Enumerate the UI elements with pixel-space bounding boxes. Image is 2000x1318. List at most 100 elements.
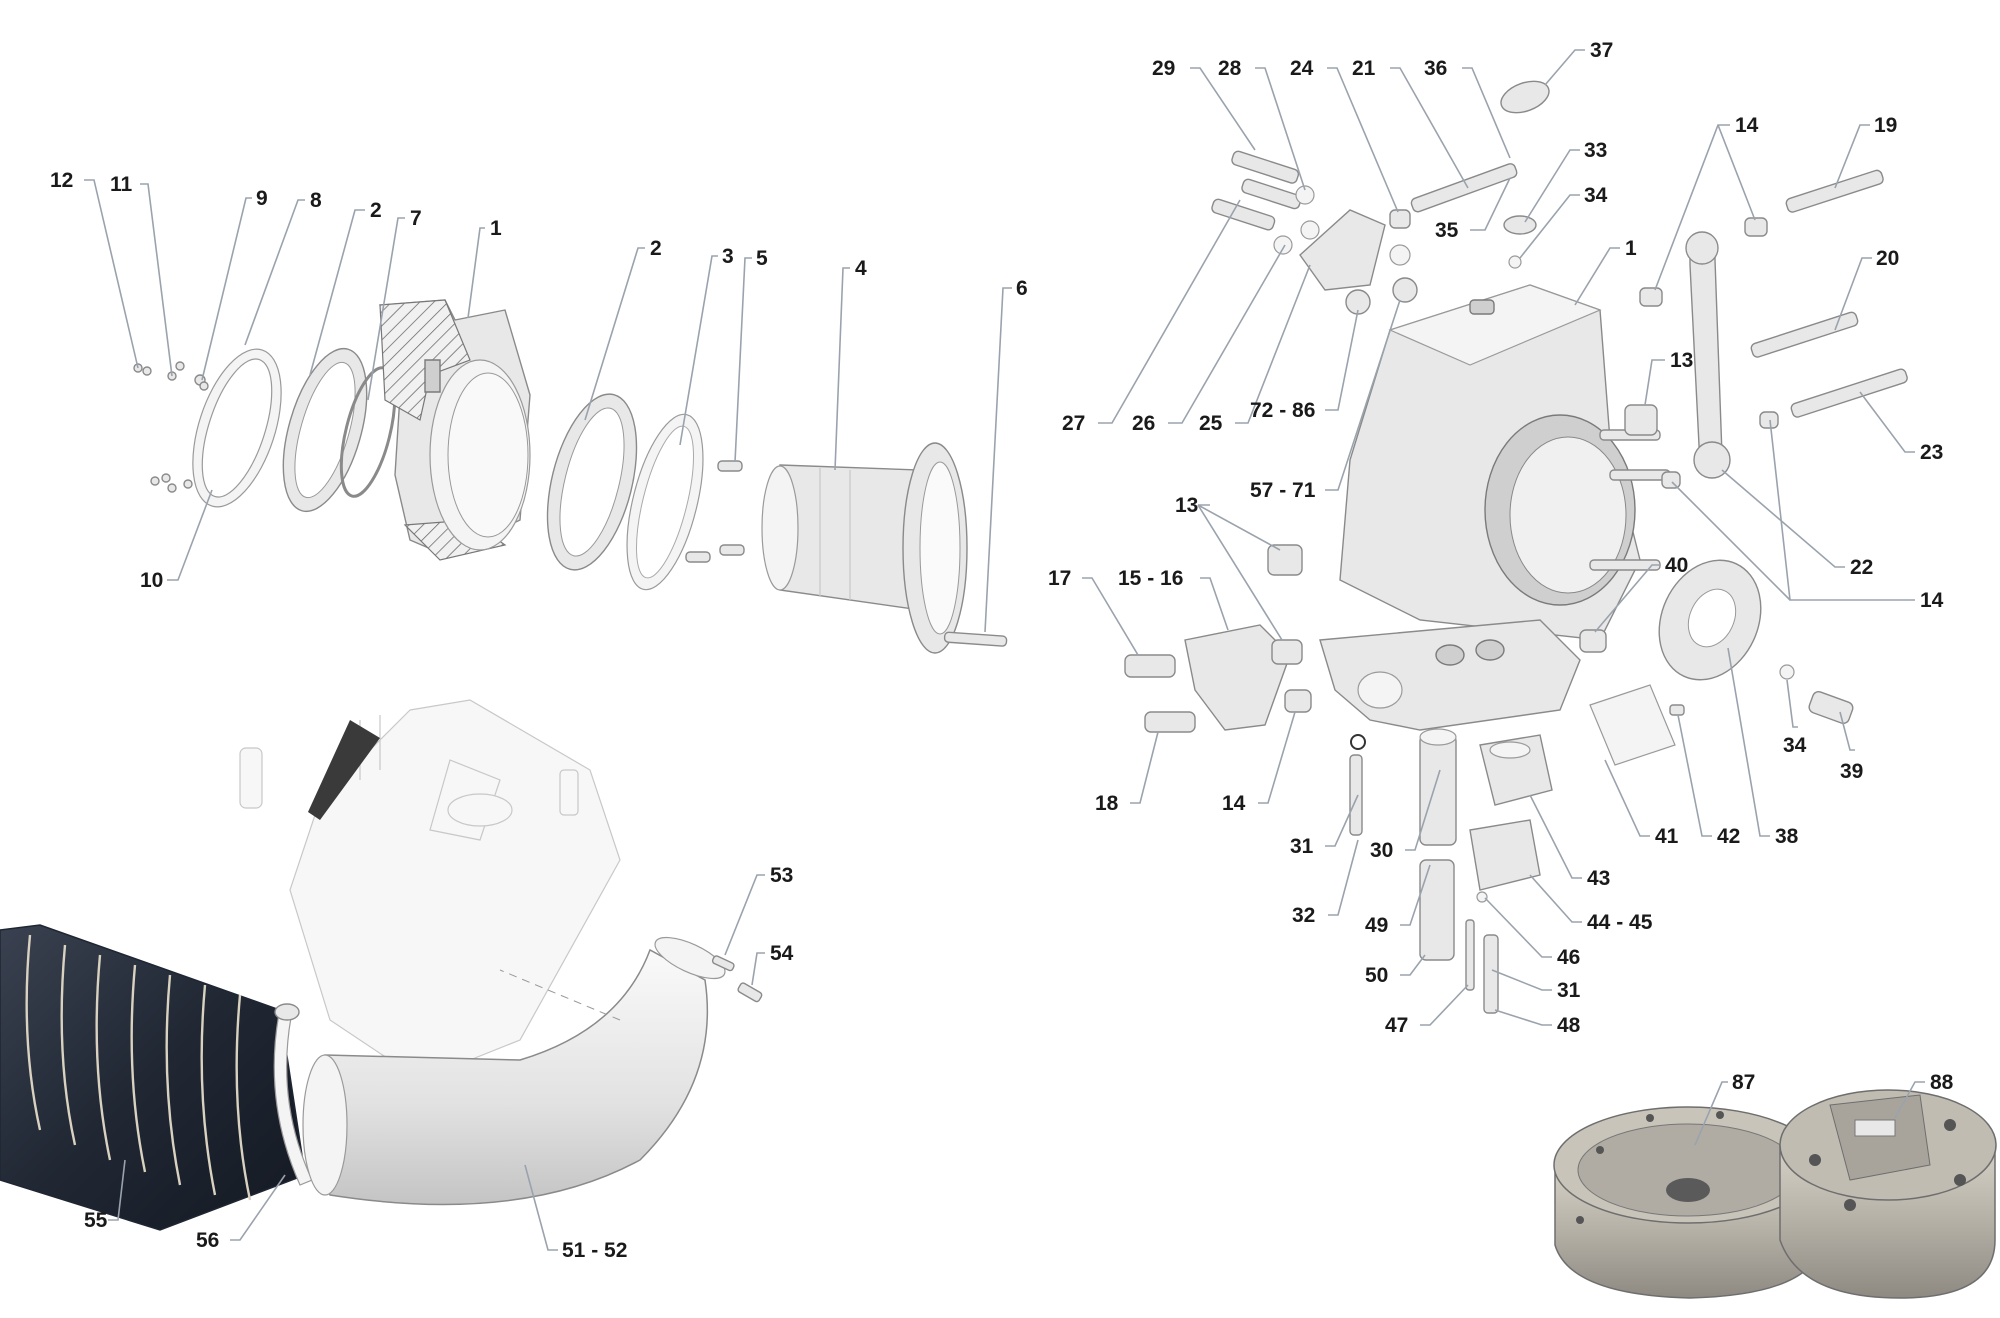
callout-38: 38 <box>1775 825 1799 848</box>
callout-29: 29 <box>1152 57 1175 80</box>
oring-34-right <box>1779 664 1795 680</box>
oring-34-top <box>1508 255 1522 269</box>
bolt-23 <box>1790 368 1908 418</box>
screw-48 <box>1483 934 1499 1014</box>
callout-49: 49 <box>1365 914 1388 937</box>
callout-11: 11 <box>110 173 133 196</box>
screw-31-32 <box>1349 754 1363 836</box>
left-top-assembly <box>133 299 1008 654</box>
bolt-29 <box>1231 150 1300 184</box>
callout-19: 19 <box>1874 114 1897 137</box>
callout-33: 33 <box>1584 139 1607 162</box>
sleeve-14-c <box>1759 411 1779 429</box>
callout-17: 17 <box>1048 567 1071 590</box>
handwheel-38 <box>1658 559 1762 681</box>
callout-35: 35 <box>1435 219 1459 242</box>
housing-1-cutaway <box>379 299 531 561</box>
callout-3: 3 <box>722 245 734 268</box>
callout-40: 40 <box>1665 554 1688 577</box>
plate-41 <box>1589 684 1676 766</box>
part-33 <box>1503 215 1537 235</box>
bolt-27b <box>1241 178 1302 210</box>
callout-28: 28 <box>1218 57 1242 80</box>
callout-87: 87 <box>1732 1071 1755 1094</box>
pin-5-b <box>685 551 711 563</box>
sleeve-14-a <box>1639 287 1663 307</box>
callout-34a: 34 <box>1584 184 1608 207</box>
callout-9: 9 <box>256 187 268 210</box>
callout-48: 48 <box>1557 1014 1581 1037</box>
callout-31b: 31 <box>1557 979 1581 1002</box>
fitting-40 <box>1579 629 1607 653</box>
oring-46 <box>1476 891 1488 903</box>
callout-56: 56 <box>196 1229 219 1252</box>
callout-13a: 13 <box>1670 349 1693 372</box>
callout-14c: 14 <box>1222 792 1246 815</box>
pin-47 <box>1465 919 1475 991</box>
callout-34b: 34 <box>1783 734 1807 757</box>
callout-41: 41 <box>1655 825 1679 848</box>
washer-26 <box>1273 235 1293 255</box>
bolt-21 <box>1410 163 1518 213</box>
pin-5-a <box>717 460 743 472</box>
callout-25: 25 <box>1199 412 1223 435</box>
callout-4: 4 <box>855 257 867 280</box>
callout-57-71: 57 - 71 <box>1250 479 1316 502</box>
callout-42: 42 <box>1717 825 1740 848</box>
callout-44-45: 44 - 45 <box>1587 911 1653 934</box>
callout-21: 21 <box>1352 57 1376 80</box>
oring-31-top <box>1350 734 1366 750</box>
callout-12: 12 <box>50 169 73 192</box>
callout-37: 37 <box>1590 39 1613 62</box>
callout-14b: 14 <box>1920 589 1944 612</box>
bolt-17 <box>1124 654 1176 678</box>
lever-arm-22 <box>1685 231 1731 479</box>
sleeve-14-e <box>1284 689 1312 713</box>
callout-23: 23 <box>1920 441 1943 464</box>
tool-88 <box>1779 1089 1997 1299</box>
block-44-45 <box>1469 819 1541 891</box>
callout-32: 32 <box>1292 904 1315 927</box>
bolt-27 <box>1211 198 1276 231</box>
callout-10: 10 <box>140 569 163 592</box>
callout-36: 36 <box>1424 57 1447 80</box>
callout-18: 18 <box>1095 792 1119 815</box>
callout-27: 27 <box>1062 412 1085 435</box>
callout-7: 7 <box>410 207 422 230</box>
callout-1b: 1 <box>1625 237 1637 260</box>
callout-13b: 13 <box>1175 494 1198 517</box>
fitting-13-c <box>1271 639 1303 665</box>
bracket-25 <box>1299 209 1386 291</box>
callout-5: 5 <box>756 247 768 270</box>
bolt-54 <box>737 982 763 1003</box>
callout-46: 46 <box>1557 946 1580 969</box>
bolt-20 <box>1750 311 1859 358</box>
bracket-15-16 <box>1184 624 1291 731</box>
fitting-13-b <box>1267 544 1303 576</box>
callout-2b: 2 <box>650 237 662 260</box>
fitting-13-a <box>1624 404 1658 436</box>
screw-42 <box>1669 704 1685 716</box>
callout-43: 43 <box>1587 867 1610 890</box>
callout-1a: 1 <box>490 217 502 240</box>
callout-15-16: 15 - 16 <box>1118 567 1183 590</box>
small-screws-group <box>133 361 209 493</box>
washer-28 <box>1295 185 1315 205</box>
callout-6: 6 <box>1016 277 1028 300</box>
elbow-pipe-51-52 <box>302 936 726 1206</box>
faint-pump-housing <box>239 699 621 1081</box>
callout-51-52: 51 - 52 <box>562 1239 627 1262</box>
bolt-39 <box>1808 690 1854 725</box>
callout-53: 53 <box>770 864 793 887</box>
callout-24: 24 <box>1290 57 1314 80</box>
callout-20: 20 <box>1876 247 1899 270</box>
clamp-56 <box>273 1003 313 1186</box>
callout-54: 54 <box>770 942 794 965</box>
sleeve-14-d <box>1661 471 1681 489</box>
sleeve-24 <box>1389 209 1411 229</box>
hose-55 <box>0 924 306 1231</box>
shaft-sleeve-4 <box>761 442 968 654</box>
callout-22: 22 <box>1850 556 1873 579</box>
valve-block <box>1319 619 1581 731</box>
